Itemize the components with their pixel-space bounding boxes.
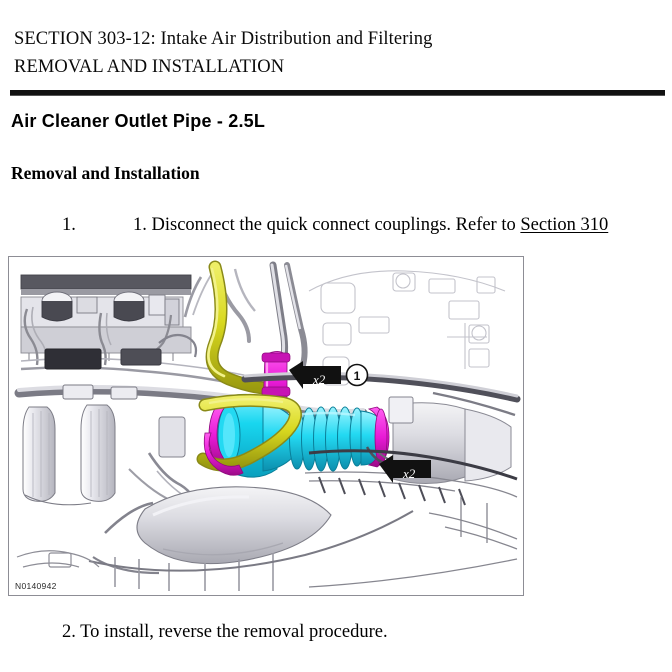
- engine-center-details: [44, 274, 212, 510]
- header-divider-rule: [10, 90, 665, 96]
- callout-x2-lower-label: x2: [402, 466, 416, 481]
- header-procedure-line: REMOVAL AND INSTALLATION: [14, 57, 285, 77]
- engine-bay-illustration: x2 1 x2: [9, 257, 521, 593]
- figure-id-label: N0140942: [15, 581, 57, 591]
- air-cleaner-box-group: [365, 396, 512, 485]
- step-1-text: 1. Disconnect the quick connect coupling…: [133, 212, 608, 238]
- header-section-line: SECTION 303-12: Intake Air Distribution …: [14, 29, 433, 49]
- section-310-link[interactable]: Section 310: [520, 215, 609, 235]
- callout-x2-upper: x2: [289, 361, 341, 389]
- callout-index-1-label: 1: [354, 369, 361, 383]
- step-1-instruction: Disconnect the quick connect couplings. …: [151, 215, 516, 235]
- step-1-number: 1.: [133, 215, 147, 235]
- document-header: SECTION 303-12: Intake Air Distribution …: [14, 25, 662, 81]
- step-1-list-marker: 1.: [62, 215, 76, 235]
- lower-left-bracket: [16, 550, 100, 568]
- upper-cross-brace: [241, 371, 521, 417]
- procedure-step-1: 1. 1. Disconnect the quick connect coupl…: [0, 212, 672, 242]
- air-cleaner-outlet-pipe: [208, 393, 390, 478]
- procedure-step-2: 2. To install, reverse the removal proce…: [62, 622, 388, 642]
- callout-x2-upper-label: x2: [312, 372, 326, 387]
- intake-runners-group: [22, 404, 116, 506]
- callout-index-1: 1: [345, 363, 369, 387]
- yellow-coolant-pipe: [205, 260, 278, 396]
- lower-right-structure: [304, 449, 518, 588]
- illustration-figure: x2 1 x2 N0140942: [8, 256, 524, 596]
- cowl-outline-group: [308, 270, 506, 386]
- page-title: Air Cleaner Outlet Pipe - 2.5L: [11, 111, 266, 131]
- air-intake-duct-group: [88, 486, 414, 591]
- yellow-hose-lower-loop: [196, 393, 302, 472]
- engine-valve-cover-group: [20, 274, 192, 366]
- callout-x2-lower: x2: [379, 455, 431, 483]
- magenta-clamp-lower-left: [203, 432, 244, 476]
- section-subtitle: Removal and Installation: [11, 163, 200, 183]
